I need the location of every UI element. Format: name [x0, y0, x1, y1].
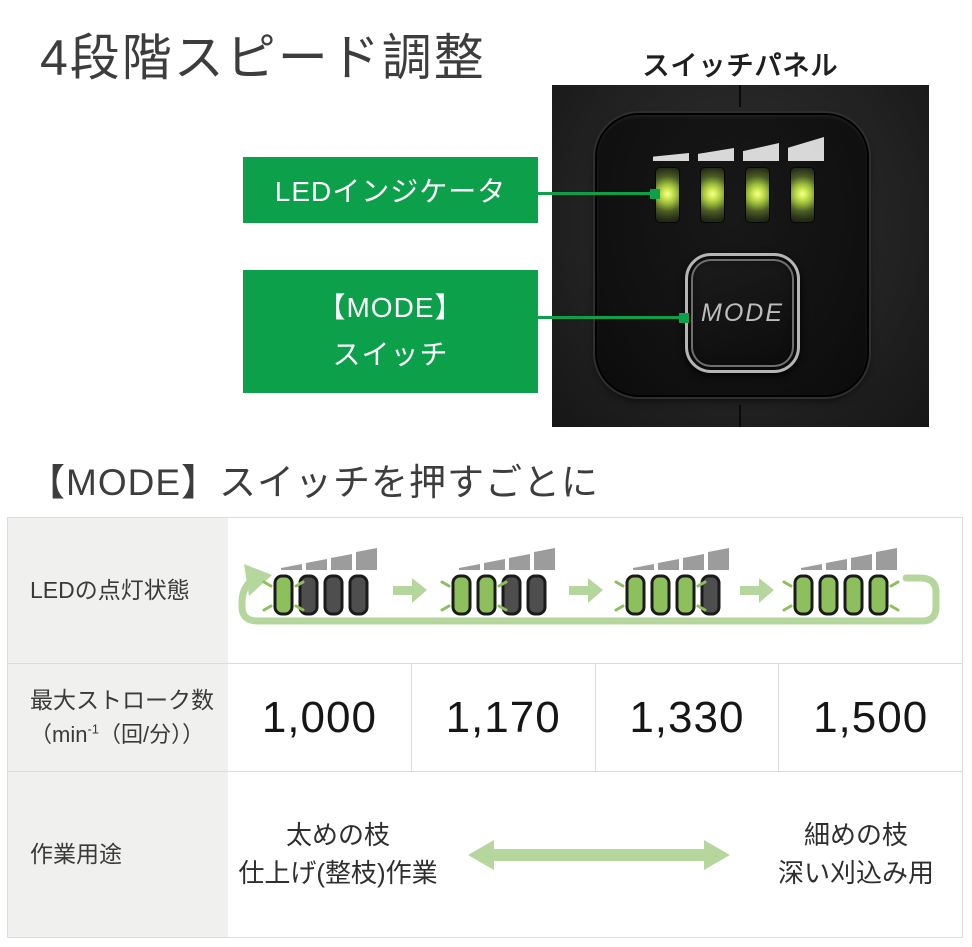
stroke-rate-value-3: 1,330 [594, 664, 779, 771]
stroke-rate-value-2: 1,170 [410, 664, 595, 771]
row-header-stroke-rate: 最大ストローク数 （min-1（回/分）） [8, 664, 228, 771]
section-heading: 【MODE】スイッチを押すごとに [28, 462, 599, 503]
speed-level-bar-3 [743, 143, 779, 161]
usage-left-text: 太めの枝 仕上げ(整枝)作業 [238, 819, 438, 888]
led-state-cell [228, 518, 964, 663]
mode-button-label: MODE [701, 298, 784, 327]
stroke-rate-header-unit: （min-1（回/分）） [30, 721, 205, 748]
mode-button: MODE [685, 253, 800, 373]
switch-panel-caption: スイッチパネル [642, 51, 839, 81]
callout-line-mode-endpoint [679, 313, 689, 323]
table-row-usage: 作業用途 太めの枝 仕上げ(整枝)作業 細めの枝 深い刈込み用 [8, 771, 962, 937]
callout-mode-switch-line1: 【MODE】 [317, 292, 464, 324]
callout-mode-switch-line2: スイッチ [332, 338, 449, 370]
callout-line-led [536, 192, 656, 195]
stroke-rate-value-4: 1,500 [778, 664, 962, 771]
led-indicator-2 [700, 167, 725, 223]
panel-seam-bottom [739, 405, 741, 427]
mode-spec-table: LEDの点灯状態 最大ストローク数 （min-1（回/分）） 1,000 1,1… [7, 517, 963, 938]
switch-panel-photo: MODE [552, 85, 929, 427]
led-indicator-3 [745, 167, 770, 223]
callout-line-mode [536, 316, 684, 319]
stroke-rate-header-line1: 最大ストローク数 [30, 686, 214, 713]
stroke-rate-value-1: 1,000 [261, 692, 377, 742]
table-row-led-state: LEDの点灯状態 [8, 518, 962, 663]
speed-level-bar-2 [698, 148, 734, 161]
callout-led-indicator: LEDインジケータ [243, 157, 538, 223]
panel-seam-top [739, 85, 741, 107]
led-indicator-4 [790, 167, 815, 223]
callout-mode-switch: 【MODE】 スイッチ [243, 270, 538, 393]
callout-led-indicator-label: LEDインジケータ [274, 176, 507, 207]
table-row-stroke-rate: 最大ストローク数 （min-1（回/分）） 1,000 1,170 1,330 … [8, 663, 962, 771]
speed-level-bar-1 [653, 153, 689, 161]
row-header-usage: 作業用途 [8, 772, 228, 937]
callout-line-led-endpoint [650, 189, 660, 199]
page-title: 4段階スピード調整 [40, 30, 486, 86]
usage-range-arrow [468, 839, 730, 870]
led-cycle-diagram [238, 548, 940, 625]
stroke-rate-cells: 1,000 1,170 1,330 1,500 [228, 664, 962, 771]
usage-cell: 太めの枝 仕上げ(整枝)作業 細めの枝 深い刈込み用 [228, 772, 962, 937]
row-header-led-state: LEDの点灯状態 [8, 518, 228, 663]
switch-panel-bezel: MODE [597, 115, 867, 395]
speed-level-bar-4 [788, 137, 824, 161]
usage-right-text: 細めの枝 深い刈込み用 [777, 819, 934, 888]
